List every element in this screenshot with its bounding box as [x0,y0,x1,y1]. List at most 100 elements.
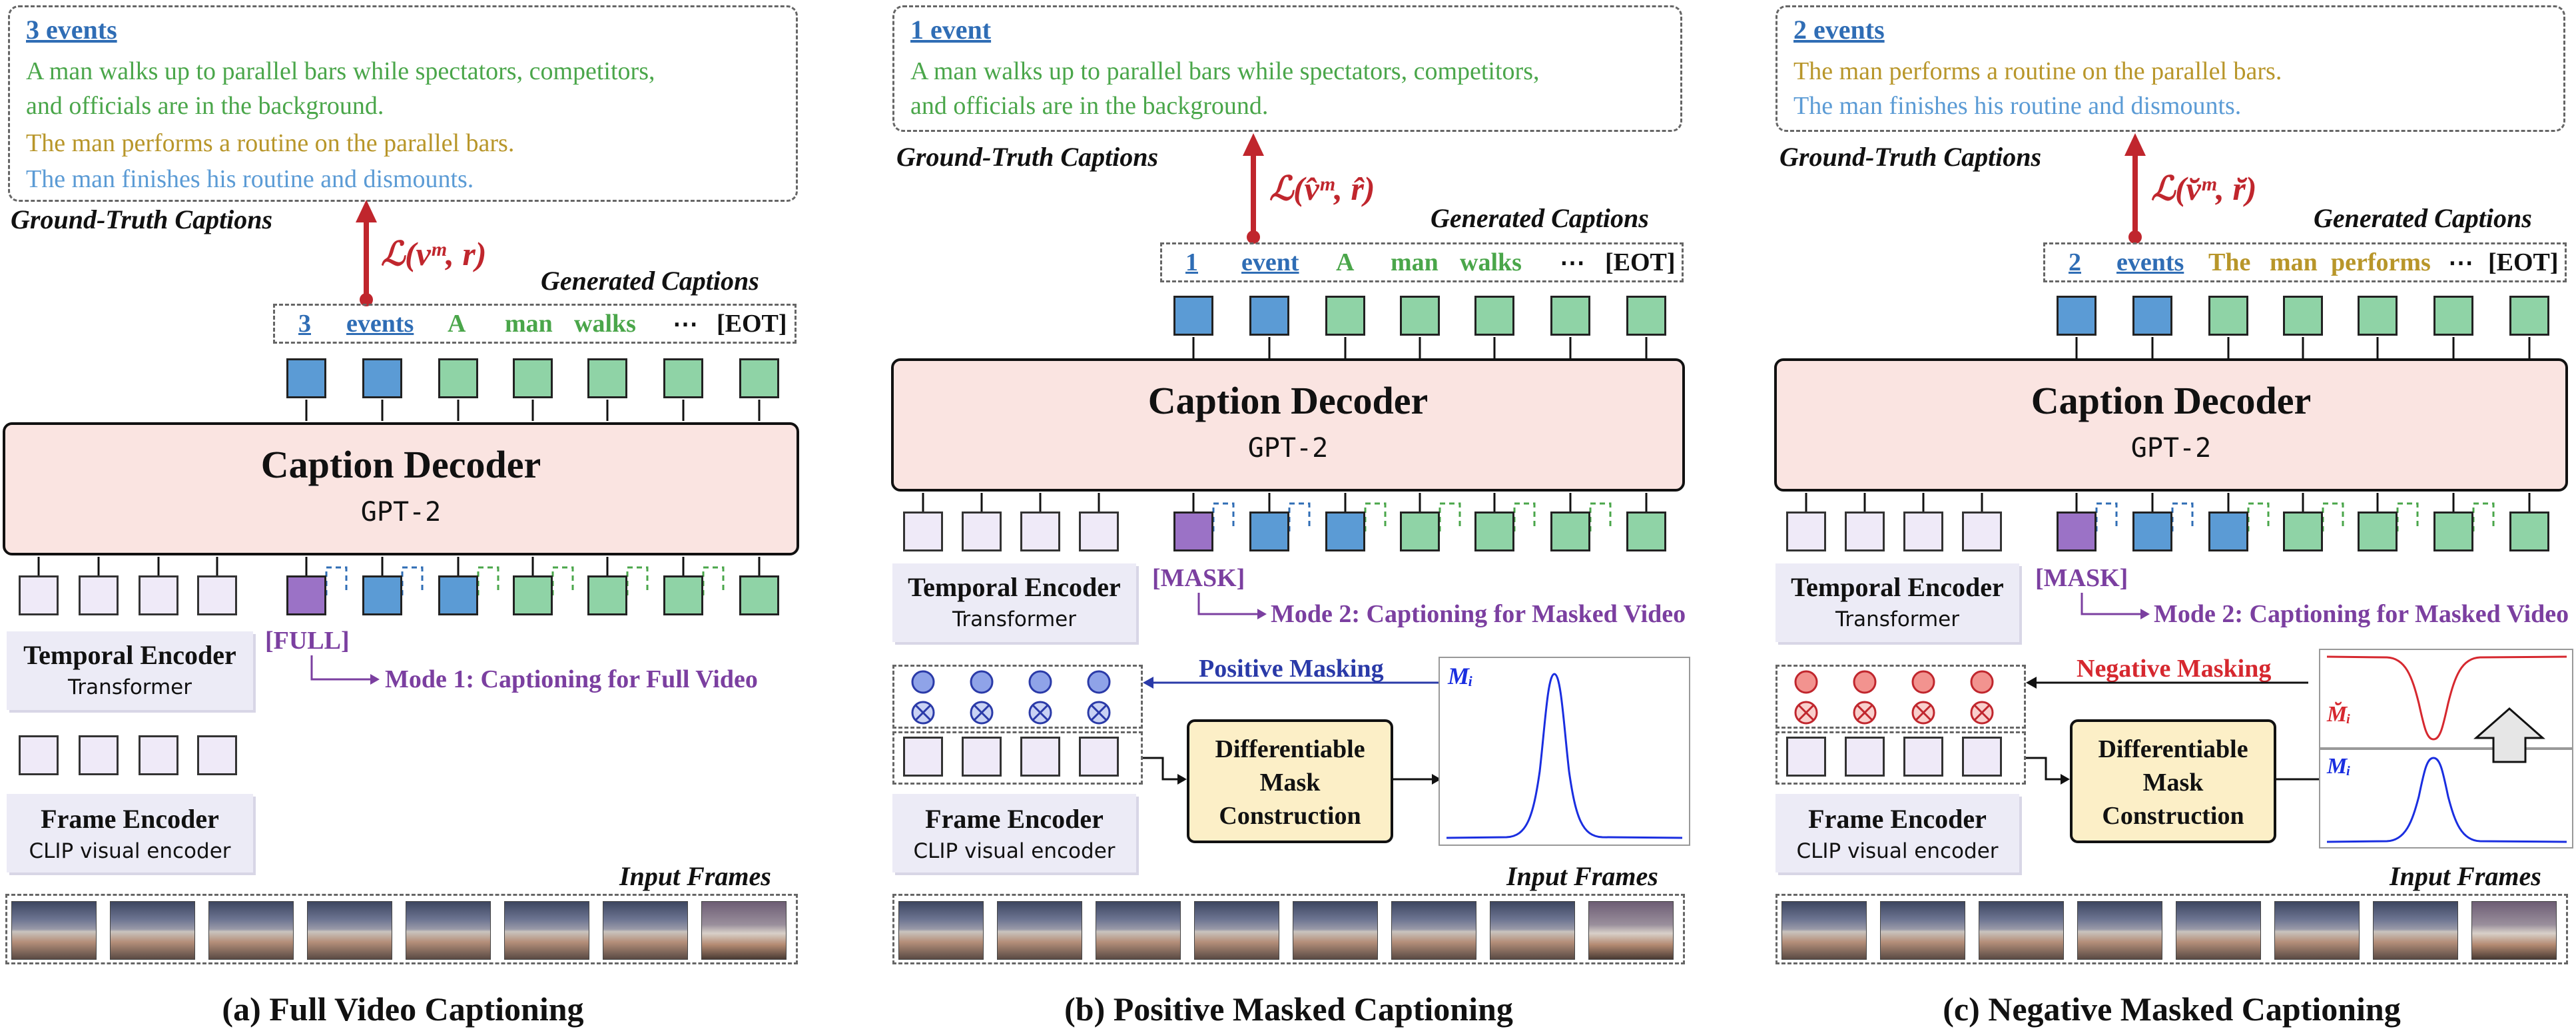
token: walks [1460,248,1522,276]
decoder-subtitle: GPT-2 [2130,433,2212,464]
temporal-token-square [1962,512,2002,551]
output-token-square [1550,296,1590,336]
mask-symbol: Mᵢ [1448,663,1474,689]
input-token-square [2433,512,2473,551]
temporal-token-square [962,512,1002,551]
output-token-square [286,358,326,398]
input-frames-label: Input Frames [1506,861,1658,891]
input-token-square [2208,512,2248,551]
video-frame [1490,901,1575,960]
output-arrows [2075,337,2531,358]
frame-token-square [19,735,59,775]
gaussian-curve [1446,673,1683,839]
input-token-square [1249,512,1289,551]
events-count: 3 events [26,15,117,45]
ground-truth-box: 3 events A man walks up to parallel bars… [8,5,798,202]
frame-encoder-title: Frame Encoder [1808,804,1987,834]
temporal-encoder: Temporal Encoder Transformer [7,631,253,710]
temporal-token-square [1903,512,1943,551]
frame-encoder-subtitle: CLIP visual encoder [913,839,1116,863]
loss-formula: ℒ(v̂ᵐ, r̂) [1269,170,1375,207]
differentiable-mask-construction: Differentiable Mask Construction [1187,719,1393,843]
mode-label: Mode 2: Captioning for Masked Video [1271,600,1686,628]
generated-tokens-box [1160,242,1684,282]
video-frame [307,901,392,960]
frame-encoder-subtitle: CLIP visual encoder [29,839,231,863]
special-token-square [286,575,326,615]
temporal-encoder-subtitle: Transformer [67,675,192,699]
decoder-subtitle: GPT-2 [1247,433,1329,464]
generated-captions-label: Generated Captions [1431,203,1649,233]
video-frame [11,901,97,960]
video-frame [701,901,787,960]
input-arrows [922,493,1648,531]
temporal-token-square [79,575,119,615]
input-token-square [1325,512,1365,551]
video-frame [1588,901,1674,960]
temporal-token-square [1079,512,1119,551]
token: man [1391,248,1439,276]
token: ⋯ [2448,249,2473,277]
mask-input-arrow [2026,757,2070,785]
output-token-square [739,358,779,398]
temporal-token-square [1020,512,1060,551]
gt-line: and officials are in the background. [26,92,384,120]
input-token-square [438,575,478,615]
output-token-square [1249,296,1289,336]
frame-token-square [1079,737,1119,777]
input-token-square [2358,512,2398,551]
token: ⋯ [673,310,698,338]
video-frame [1781,901,1867,960]
ground-truth-label: Ground-Truth Captions [896,142,1159,172]
panel-negative-masked-captioning: 2 events The man performs a routine on t… [1769,0,2576,1035]
video-frame [2274,901,2360,960]
output-token-square [1400,296,1440,336]
decoder-title: Caption Decoder [1147,379,1429,422]
mask-box-line: Differentiable [2098,735,2248,763]
mask-box-line: Differentiable [1215,735,1365,763]
events-count: 2 events [1793,15,1885,45]
temporal-encoder-subtitle: Transformer [952,607,1076,631]
inverted-mask-symbol: M̆ᵢ [2327,702,2351,727]
caption-decoder: Caption Decoder GPT-2 [891,358,1685,492]
gt-line: The man finishes his routine and dismoun… [1793,92,2242,120]
generated-captions-label: Generated Captions [2314,203,2532,233]
temporal-token-square [197,575,237,615]
frame-token-square [1845,737,1885,777]
input-frames-label: Input Frames [619,861,771,891]
generated-captions-label: Generated Captions [541,266,759,296]
decoder-subtitle: GPT-2 [360,497,442,527]
frame-token-square [139,735,178,775]
input-frames [1775,894,2568,964]
masked-tokens-group [892,665,1143,729]
video-frame [1293,901,1378,960]
up-arrow-icon [2473,707,2545,763]
negative-masking-label: Negative Masking [2077,655,2272,683]
mask-box-line: Mask [2142,769,2204,797]
mask-curve-plot: Mᵢ [1439,657,1690,846]
ground-truth-label: Ground-Truth Captions [11,204,273,234]
token: 2 [2069,248,2081,276]
output-arrows [305,400,761,421]
temporal-encoder-title: Temporal Encoder [1791,572,2004,602]
video-frame [504,901,589,960]
output-token-square [1626,296,1666,336]
token: man [2270,248,2318,276]
decoder-title: Caption Decoder [260,443,541,486]
input-token-square [513,575,553,615]
token: [EOT] [1605,248,1676,276]
output-token-square [438,358,478,398]
ground-truth-box: 2 events The man performs a routine on t… [1775,5,2565,132]
mode-label: Mode 1: Captioning for Full Video [385,665,758,693]
loss-arrow [1243,133,1264,244]
temporal-token-square [139,575,178,615]
frame-token-square [1020,737,1060,777]
token: events [346,310,414,338]
output-token-square [1474,296,1514,336]
inverted-gaussian-curve [2326,655,2567,741]
video-frame [2176,901,2261,960]
mask-token-label: [MASK] [2035,564,2128,592]
special-token-square [2057,512,2096,551]
frame-encoder-subtitle: CLIP visual encoder [1796,839,1999,863]
video-frame [603,901,688,960]
